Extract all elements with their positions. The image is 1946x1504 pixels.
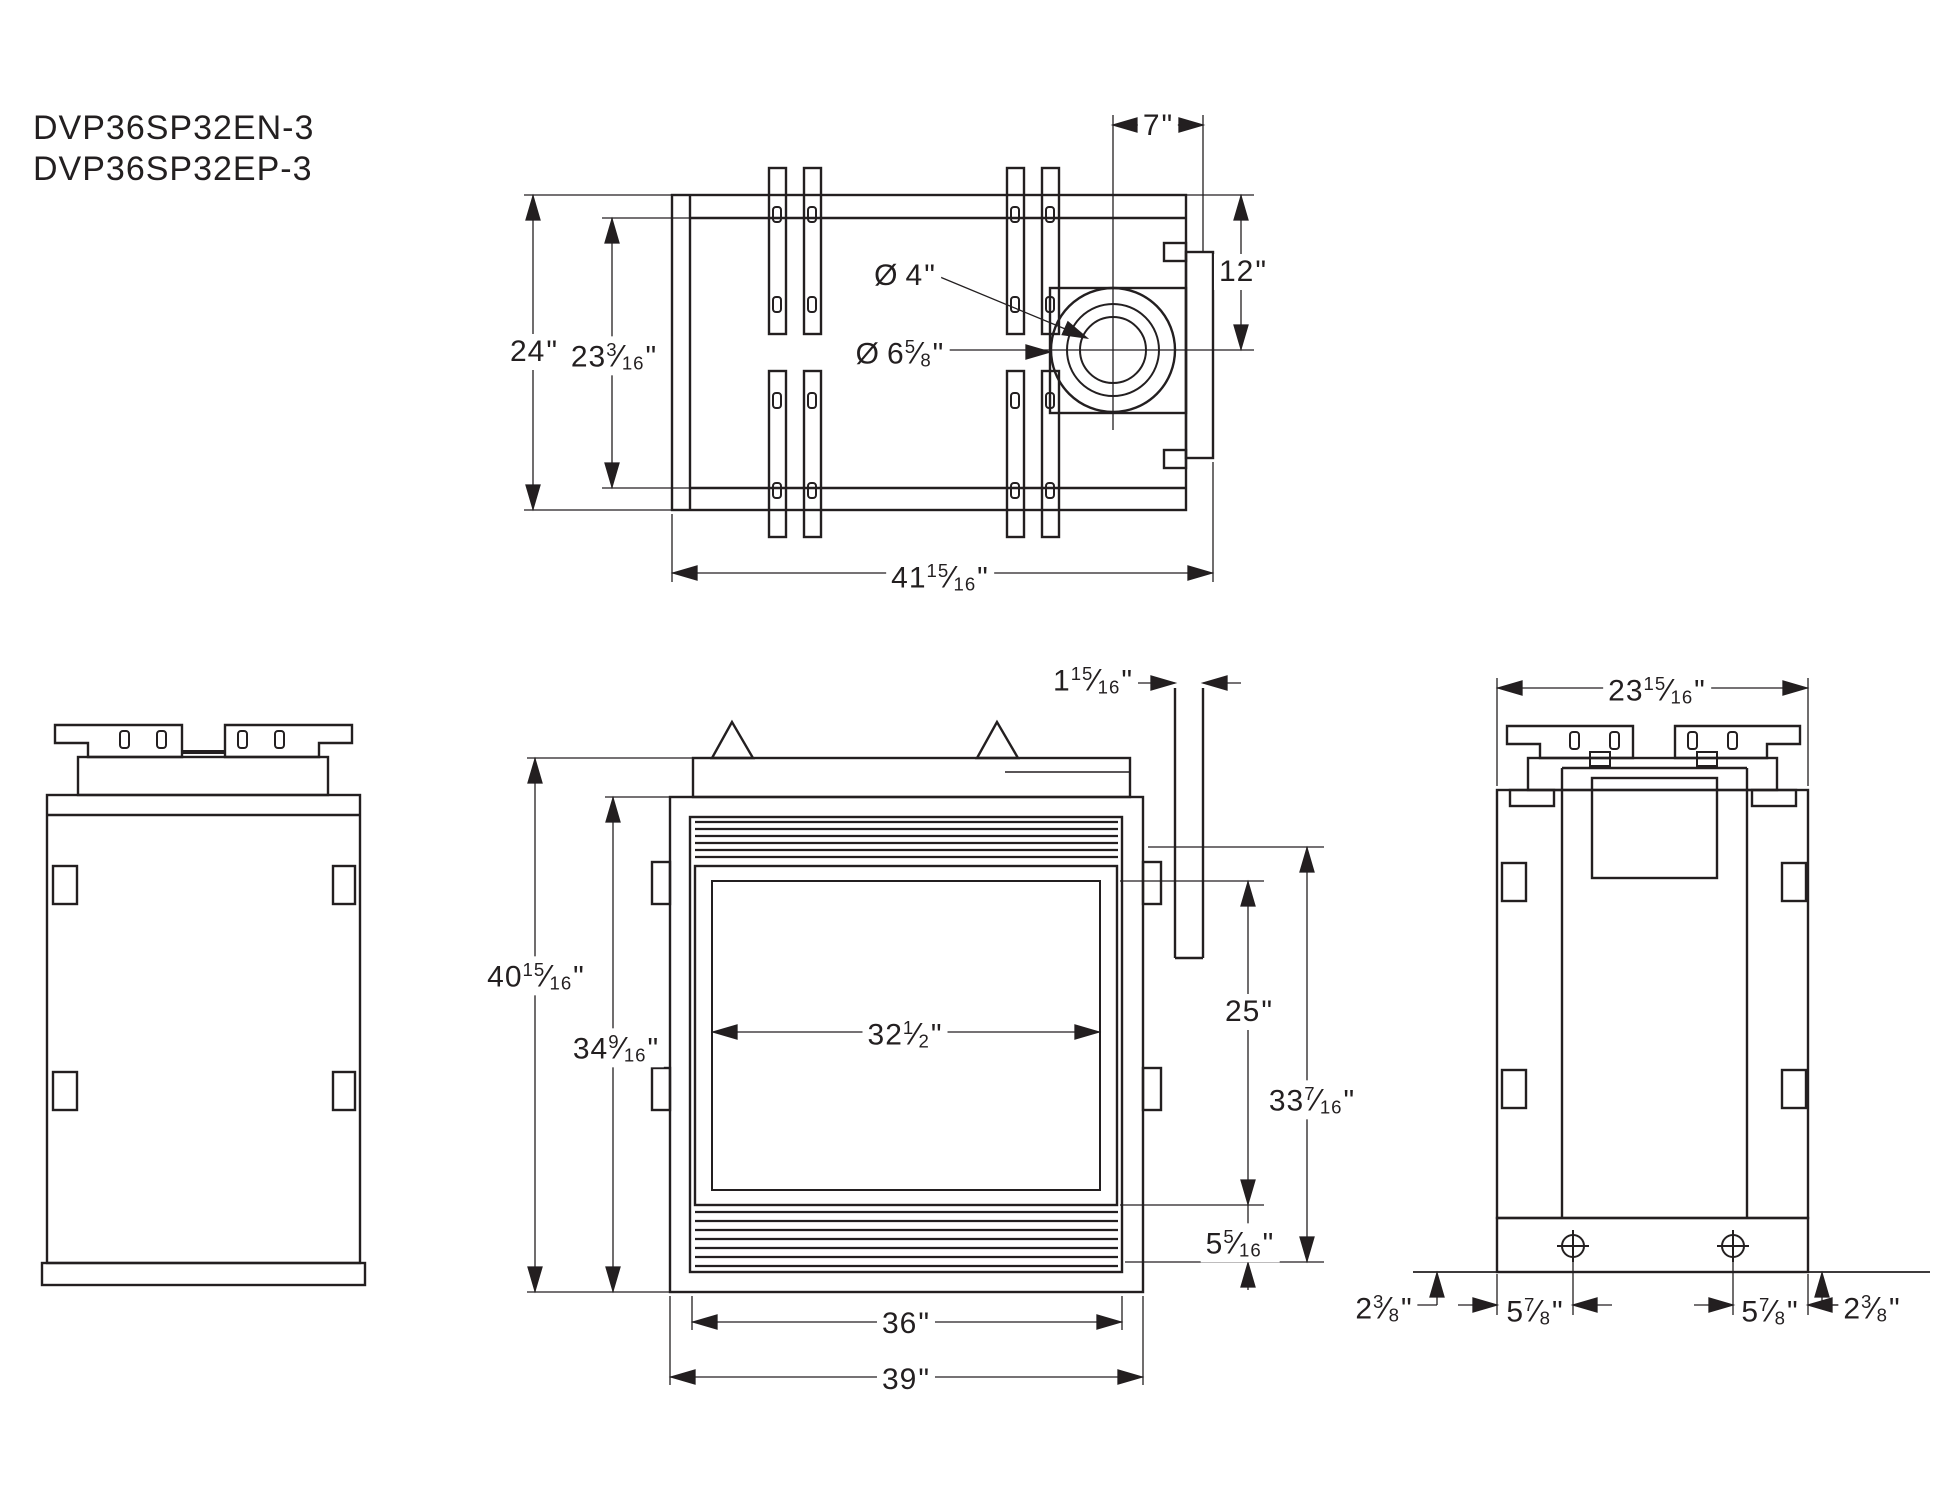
dim-edge-right: 23⁄8" — [1838, 1288, 1906, 1328]
nailing-tab — [650, 1066, 672, 1112]
model-number-2: DVP36SP32EP-3 — [33, 149, 313, 188]
side-view-hood — [76, 755, 330, 797]
front-view — [650, 688, 1205, 1294]
spacer-triangle — [709, 719, 756, 760]
vent-plate — [1184, 250, 1215, 460]
dim-height-overall: 4015⁄16" — [482, 956, 590, 996]
model-number-1: DVP36SP32EN-3 — [33, 109, 315, 147]
nailing-tab — [1141, 1066, 1163, 1112]
dim-depth-body: 233⁄16" — [565, 336, 663, 376]
nailing-tab — [1141, 860, 1163, 906]
nailing-tab — [331, 1070, 357, 1112]
vent-chase-opening — [1590, 776, 1719, 880]
nailing-tab — [1780, 861, 1808, 903]
dim-vent-centerline: 12" — [1213, 254, 1273, 290]
dim-width-face: 36" — [876, 1306, 936, 1342]
dim-width-overall-top: 4115⁄16" — [886, 557, 994, 597]
rear-view-base — [1495, 1216, 1810, 1274]
nailing-tab — [1780, 1068, 1808, 1110]
dim-width-overall-rear: 2315⁄16" — [1603, 670, 1711, 710]
glass-frame — [693, 864, 1119, 1207]
rear-view-body-outline — [1495, 788, 1810, 1220]
standoff-plate — [1505, 724, 1635, 760]
dim-glass-height: 25" — [1219, 994, 1279, 1030]
nailing-tab — [51, 864, 79, 906]
nailing-tab — [51, 1070, 79, 1112]
dim-vent-to-edge: 7" — [1137, 108, 1179, 144]
glass-opening — [711, 880, 1101, 1191]
top-louvers — [695, 820, 1118, 859]
standoff-plate — [1673, 724, 1802, 760]
title-block: DVP36SP32EN-3 DVP36SP32EP-3 — [33, 108, 314, 190]
side-view — [40, 723, 367, 1287]
anchor-hole — [1557, 1230, 1749, 1262]
dim-width-overall-front: 39" — [876, 1362, 936, 1398]
rear-view-dimensions — [1410, 678, 1849, 1315]
dim-base-height: 55⁄16" — [1200, 1223, 1280, 1263]
side-view-base — [40, 1261, 367, 1287]
bottom-louvers — [695, 1210, 1118, 1268]
dim-hole-right: 57⁄8" — [1736, 1291, 1804, 1331]
spacer-triangle — [974, 719, 1021, 760]
standoff-bracket — [767, 166, 823, 336]
dim-edge-left: 23⁄8" — [1350, 1288, 1418, 1328]
rear-view-hood — [1526, 756, 1779, 792]
dim-glass-width: 321⁄2" — [862, 1014, 948, 1054]
dim-hole-left: 57⁄8" — [1501, 1291, 1569, 1331]
front-view-frame-inner — [688, 815, 1124, 1274]
standoff-plate — [53, 723, 184, 759]
dim-depth-overall: 24" — [504, 334, 564, 370]
side-view-body-outline — [45, 793, 362, 1265]
rear-view — [1413, 724, 1930, 1274]
dim-standoff-depth: 115⁄16" — [1048, 660, 1138, 700]
dim-height-body: 349⁄16" — [567, 1028, 665, 1068]
nailing-tab — [650, 860, 672, 906]
standoff-bracket — [1005, 369, 1061, 539]
standoff-bracket — [767, 369, 823, 539]
standoff-plate — [223, 723, 354, 759]
nailing-tab — [331, 864, 357, 906]
nailing-tab — [1500, 1068, 1528, 1110]
nailing-tab — [1500, 861, 1528, 903]
dim-opening-height: 337⁄16" — [1263, 1080, 1361, 1120]
standoff-bracket — [1005, 166, 1061, 336]
front-view-hood — [691, 756, 1132, 799]
